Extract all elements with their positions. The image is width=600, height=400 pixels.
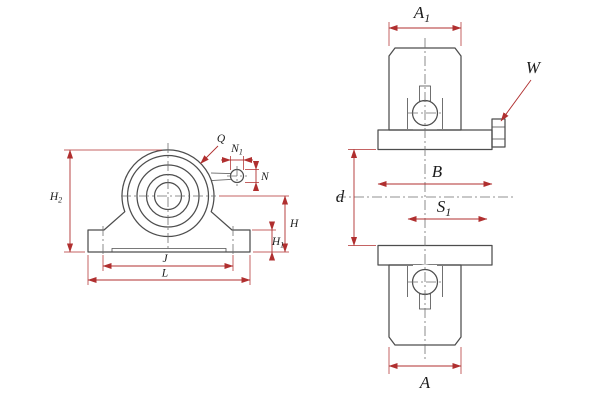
- base-recess-line: [111, 248, 227, 252]
- dim-label-d: d: [336, 187, 345, 206]
- dim-label-h: H: [289, 218, 299, 230]
- dim-label-b: B: [432, 162, 443, 181]
- dim-label-a1: A1: [413, 3, 430, 25]
- front-dimensions: H2 Q N1 N H H1 J: [49, 133, 299, 285]
- dim-label-s1: S1: [437, 197, 452, 219]
- section-dimensions: A1 W B d S1 A: [336, 3, 542, 392]
- dim-label-j: J: [162, 253, 168, 265]
- front-view: [87, 143, 251, 256]
- dim-label-w: W: [526, 58, 542, 77]
- dim-w-leader: [500, 79, 532, 122]
- sleeve-section-top: [377, 129, 493, 151]
- dim-label-n1: N1: [230, 143, 243, 157]
- dim-q-leader: [200, 145, 219, 164]
- dim-label-l: L: [161, 268, 168, 280]
- bottom-ring-section: [388, 264, 462, 346]
- sleeve-section-bottom: [377, 244, 493, 266]
- lug-connector-bottom: [210, 179, 231, 181]
- dim-label-h2: H2: [49, 191, 62, 205]
- top-throat-cut: [413, 112, 437, 130]
- dim-label-q: Q: [217, 133, 226, 145]
- section-view: [336, 38, 516, 362]
- dim-label-a: A: [419, 373, 431, 392]
- lug-connector-top: [210, 172, 231, 174]
- dim-label-h1: H1: [271, 236, 284, 250]
- dim-label-n: N: [260, 171, 270, 183]
- set-screw-boss: [491, 118, 506, 148]
